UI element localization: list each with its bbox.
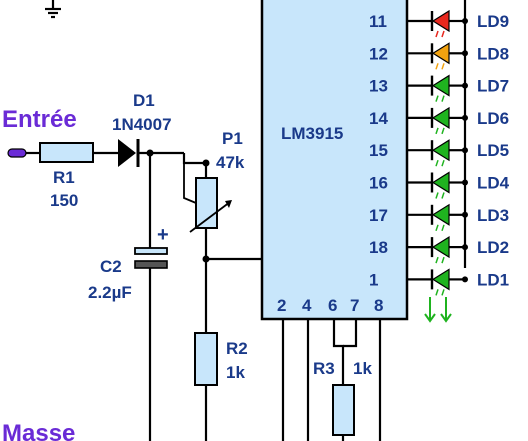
bottom-pin-label: 8 (374, 296, 383, 315)
led-ld7: LD7 (430, 74, 509, 102)
bottom-pin-label: 7 (350, 296, 359, 315)
p1-value: 47k (216, 153, 245, 172)
chip-lm3915 (260, 0, 409, 321)
led-output-arrows (424, 297, 452, 323)
r3-name: R3 (313, 359, 335, 378)
ground-label: Masse (2, 420, 75, 441)
bottom-pin-label: 4 (302, 296, 312, 315)
resistor-r3 (332, 319, 358, 441)
resistor-r1 (39, 142, 94, 163)
diode-d1 (118, 139, 140, 167)
led-label: LD6 (477, 109, 509, 128)
led-label: LD4 (477, 174, 510, 193)
led-label: LD5 (477, 141, 509, 160)
r3-value: 1k (353, 359, 372, 378)
led-label: LD1 (477, 270, 509, 289)
led-label: LD2 (477, 238, 509, 257)
led-label: LD8 (477, 44, 509, 63)
led-ld6: LD6 (430, 106, 509, 135)
d1-value: 1N4007 (112, 115, 172, 134)
right-pin-label: 14 (369, 109, 388, 128)
ground-symbol-top (45, 0, 61, 19)
led-ld4: LD4 (430, 171, 510, 199)
bottom-pin-label: 2 (277, 296, 286, 315)
right-pin-label: 12 (369, 44, 388, 63)
c2-value: 2.2µF (88, 283, 132, 302)
right-pin-label: 13 (369, 77, 388, 96)
r1-name: R1 (53, 168, 75, 187)
wire-node-p1 (182, 153, 208, 178)
led-ld3: LD3 (430, 203, 509, 232)
led-ld1: LD1 (430, 268, 509, 296)
led-label: LD7 (477, 77, 509, 96)
r2-value: 1k (226, 363, 245, 382)
input-label: Entrée (2, 106, 77, 133)
right-pin-label: 11 (369, 12, 387, 31)
input-connector (7, 148, 27, 158)
led-ld5: LD5 (430, 139, 509, 167)
led-ld8: LD8 (430, 42, 509, 70)
r2-name: R2 (226, 339, 248, 358)
junction-dot-p1 (202, 159, 210, 167)
led-ld9: LD9 (430, 9, 509, 38)
bottom-pin-label: 6 (328, 296, 337, 315)
c2-name: C2 (100, 257, 122, 276)
potentiometer-p1 (183, 163, 232, 233)
r1-value: 150 (50, 191, 78, 210)
right-pin-label: 17 (369, 206, 388, 225)
resistor-r2 (194, 332, 218, 386)
right-pin-label: 1 (369, 270, 378, 289)
led-label: LD9 (477, 12, 509, 31)
c2-polarity: + (157, 224, 169, 246)
right-pin-label: 15 (369, 141, 388, 160)
p1-name: P1 (222, 129, 243, 148)
right-pin-label: 18 (369, 238, 388, 257)
right-pin-label: 16 (369, 174, 388, 193)
d1-name: D1 (133, 91, 155, 110)
chip-label: LM3915 (281, 124, 343, 143)
right-pins-group: 11 12 13 14 15 16 17 18 1 (369, 12, 431, 289)
led-ld2: LD2 (430, 236, 509, 264)
capacitor-c2 (134, 247, 168, 269)
led-label: LD3 (477, 206, 509, 225)
